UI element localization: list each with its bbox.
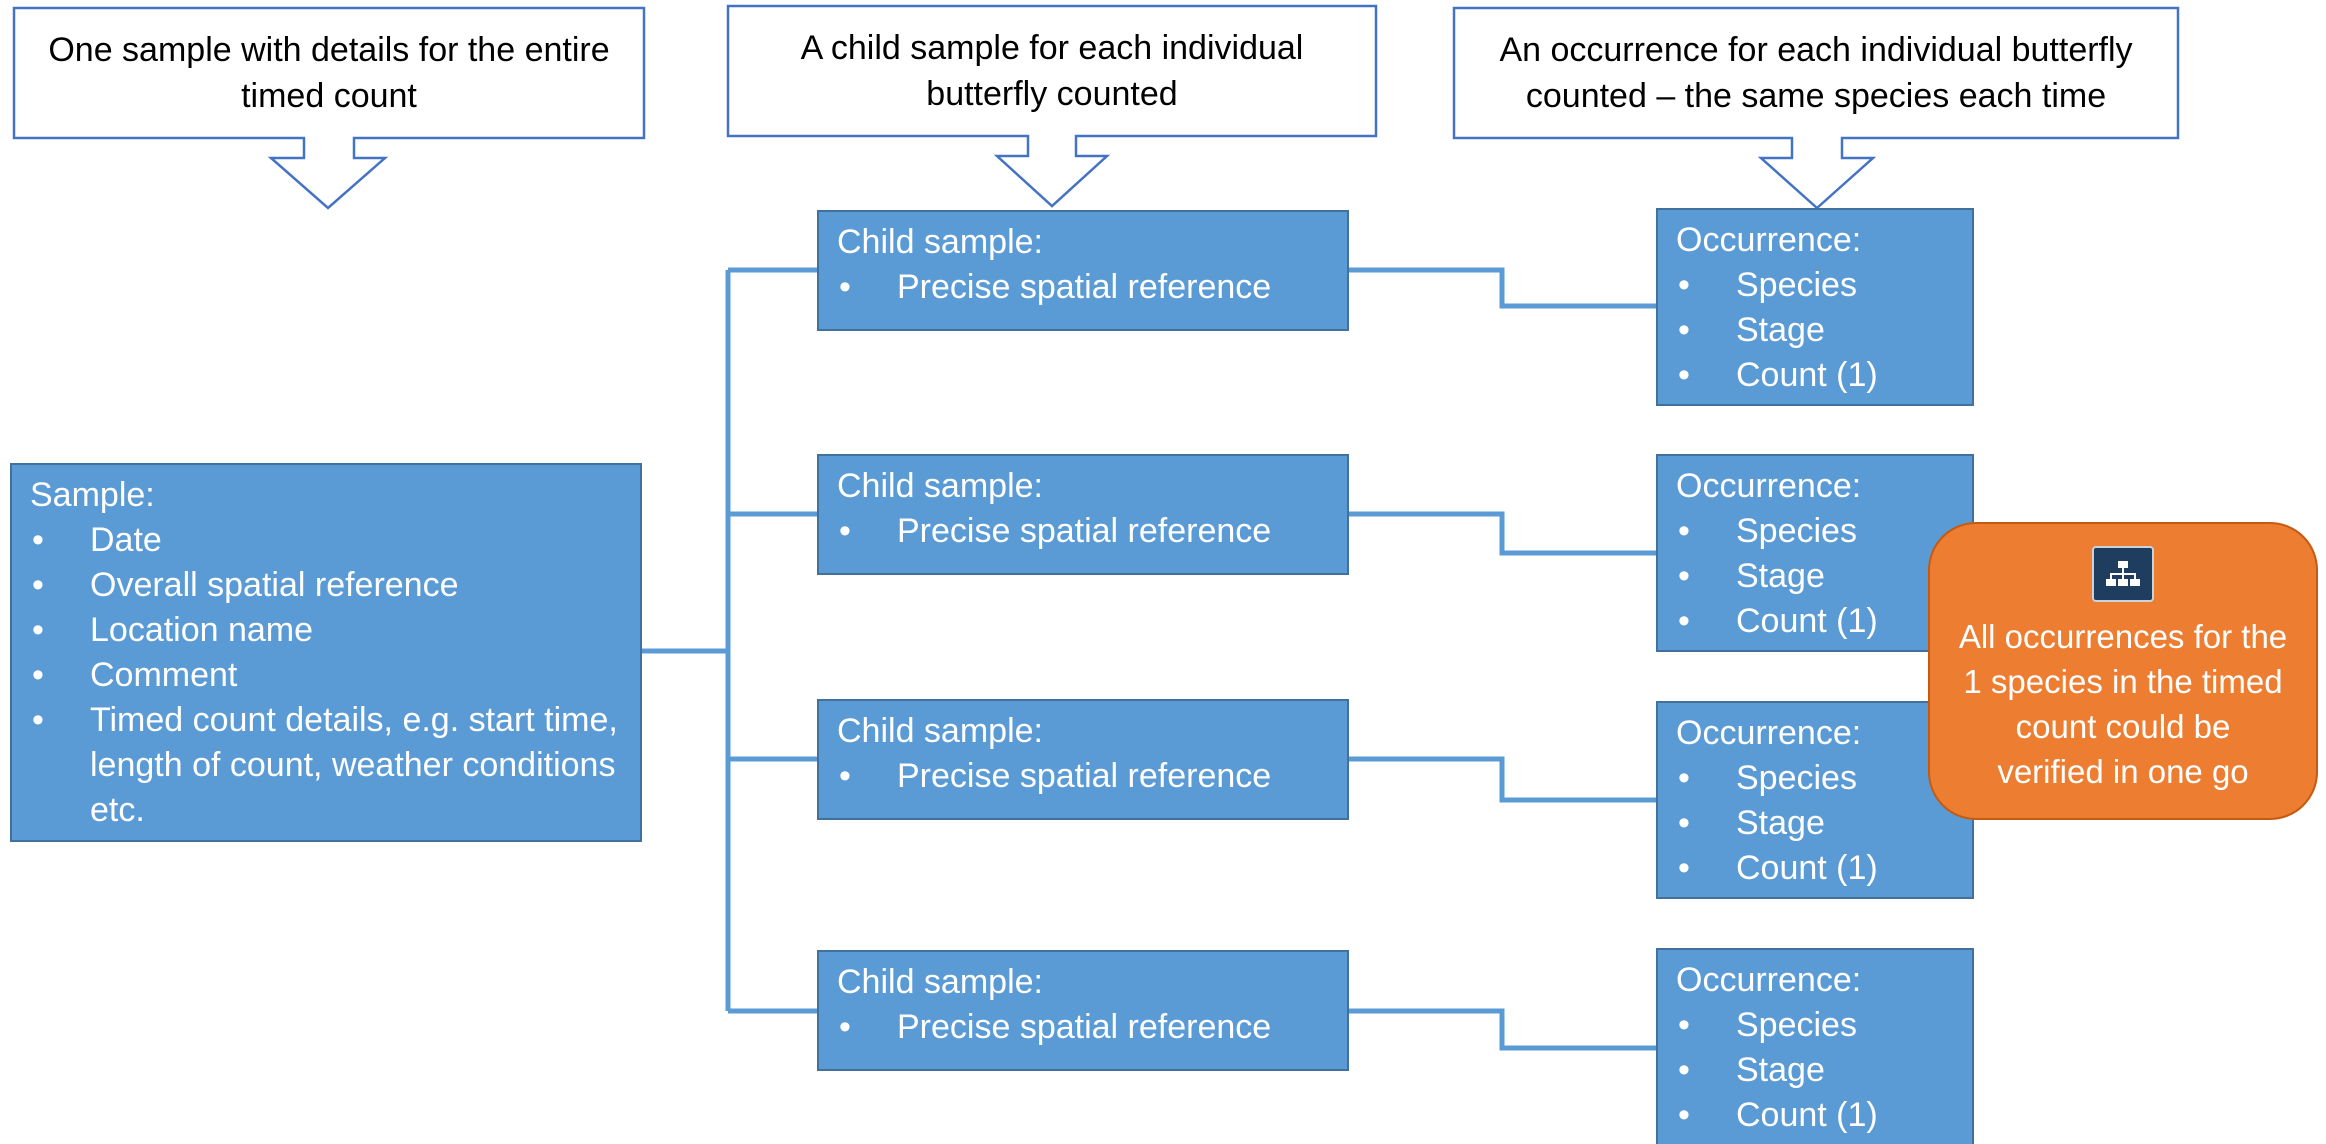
- occurrence-item: Count (1): [1676, 353, 1954, 398]
- occurrence-item: Count (1): [1676, 846, 1954, 891]
- child-sample-title: Child sample:: [837, 712, 1043, 750]
- occurrence-item: Species: [1676, 263, 1954, 308]
- occurrence-list: Species Stage Count (1): [1676, 756, 1954, 891]
- occurrence-title: Occurrence:: [1676, 467, 1862, 505]
- callout-shape-3: [1452, 6, 2180, 210]
- occurrence-list: Species Stage Count (1): [1676, 509, 1954, 644]
- hierarchy-icon[interactable]: [2092, 546, 2154, 602]
- child-sample-box-1: Child sample: Precise spatial reference: [817, 210, 1349, 331]
- occurrence-item: Stage: [1676, 1048, 1954, 1093]
- child-sample-title: Child sample:: [837, 963, 1043, 1001]
- occurrence-list: Species Stage Count (1): [1676, 263, 1954, 398]
- occurrence-box-4: Occurrence: Species Stage Count (1): [1656, 948, 1974, 1144]
- occurrence-item: Species: [1676, 756, 1954, 801]
- child-sample-title: Child sample:: [837, 223, 1043, 261]
- sample-list: Date Overall spatial reference Location …: [30, 518, 622, 833]
- occurrence-box-2: Occurrence: Species Stage Count (1): [1656, 454, 1974, 652]
- child-sample-list: Precise spatial reference: [837, 1005, 1329, 1050]
- sample-item: Overall spatial reference: [30, 563, 622, 608]
- occurrence-item: Stage: [1676, 308, 1954, 353]
- occurrence-connector-4: [1349, 1008, 1656, 1051]
- callout-shape-1: [12, 6, 646, 210]
- occurrence-title: Occurrence:: [1676, 714, 1862, 752]
- child-sample-title: Child sample:: [837, 467, 1043, 505]
- sample-item: Timed count details, e.g. start time, le…: [30, 698, 622, 833]
- occurrence-item: Species: [1676, 1003, 1954, 1048]
- occurrence-item: Stage: [1676, 554, 1954, 599]
- occurrence-item: Count (1): [1676, 599, 1954, 644]
- child-sample-list: Precise spatial reference: [837, 509, 1329, 554]
- child-sample-item: Precise spatial reference: [837, 265, 1329, 310]
- callout-shape-2: [726, 4, 1378, 208]
- sample-item: Comment: [30, 653, 622, 698]
- verification-highlight: All occurrences for the 1 species in the…: [1928, 522, 2318, 820]
- occurrence-item: Stage: [1676, 801, 1954, 846]
- child-sample-box-3: Child sample: Precise spatial reference: [817, 699, 1349, 820]
- occurrence-list: Species Stage Count (1): [1676, 1003, 1954, 1138]
- sample-item: Location name: [30, 608, 622, 653]
- child-sample-list: Precise spatial reference: [837, 265, 1329, 310]
- occurrence-item: Species: [1676, 509, 1954, 554]
- callout-child-sample: A child sample for each individual butte…: [728, 6, 1376, 136]
- child-sample-item: Precise spatial reference: [837, 754, 1329, 799]
- child-sample-list: Precise spatial reference: [837, 754, 1329, 799]
- sample-box: Sample: Date Overall spatial reference L…: [10, 463, 642, 842]
- sample-title: Sample:: [30, 476, 155, 514]
- highlight-text: All occurrences for the 1 species in the…: [1958, 618, 2288, 790]
- callout-occurrence: An occurrence for each individual butter…: [1454, 8, 2178, 138]
- child-sample-box-4: Child sample: Precise spatial reference: [817, 950, 1349, 1071]
- occurrence-title: Occurrence:: [1676, 221, 1862, 259]
- occurrence-connector-1: [1349, 267, 1656, 309]
- callout-child-sample-text: A child sample for each individual butte…: [800, 29, 1304, 113]
- sample-item: Date: [30, 518, 622, 563]
- callout-sample-text: One sample with details for the entire t…: [48, 31, 610, 115]
- callout-occurrence-text: An occurrence for each individual butter…: [1499, 31, 2133, 115]
- occurrence-connector-3: [1349, 756, 1656, 803]
- child-sample-box-2: Child sample: Precise spatial reference: [817, 454, 1349, 575]
- occurrence-box-3: Occurrence: Species Stage Count (1): [1656, 701, 1974, 899]
- child-sample-item: Precise spatial reference: [837, 509, 1329, 554]
- child-sample-item: Precise spatial reference: [837, 1005, 1329, 1050]
- occurrence-box-1: Occurrence: Species Stage Count (1): [1656, 208, 1974, 406]
- occurrence-connector-2: [1349, 511, 1656, 556]
- occurrence-title: Occurrence:: [1676, 961, 1862, 999]
- occurrence-item: Count (1): [1676, 1093, 1954, 1138]
- callout-sample: One sample with details for the entire t…: [14, 8, 644, 138]
